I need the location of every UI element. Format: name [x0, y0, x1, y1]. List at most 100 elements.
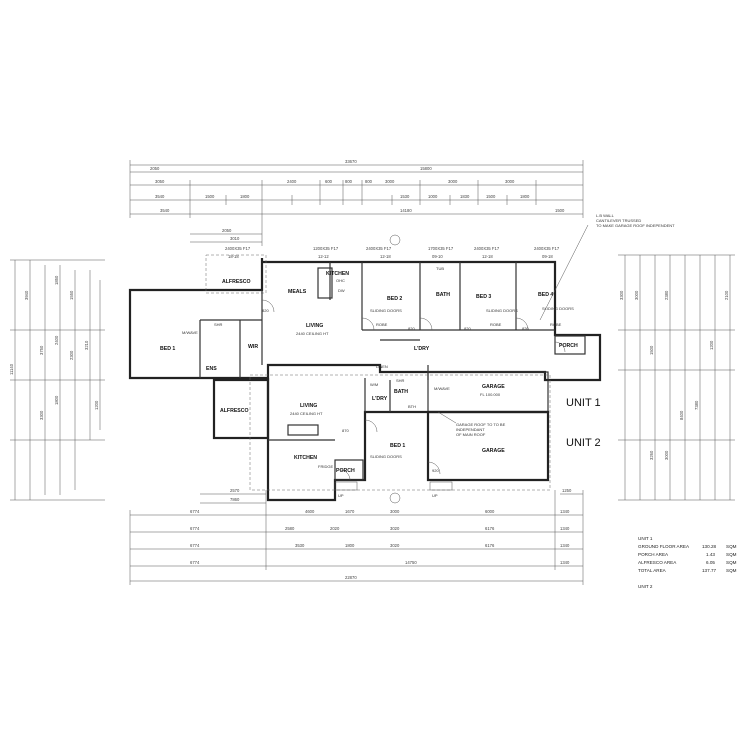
window-code: 12-18	[482, 254, 493, 259]
fixture-labels: SHR SHR SLIDING DOORS SLIDING DOORS SLID…	[182, 266, 574, 473]
left-dim: 3300	[39, 410, 44, 420]
lintel-label: 1700X35 F17	[428, 246, 454, 251]
window-code: 12-18	[380, 254, 391, 259]
fixture-label: SLIDING DOORS	[542, 306, 574, 311]
schedule-row-value: 137.77	[702, 568, 716, 573]
bottom-dims-text: 2570 7860 6774 4600 1670 3000 6000 1340 …	[190, 488, 572, 580]
top-dim: 3540	[160, 208, 170, 213]
fixture-label: SHR	[396, 378, 405, 383]
room-labels: ALFRESCO MEALS KITCHEN LIVING 2440 CEILI…	[160, 271, 578, 474]
right-dim: 3000	[634, 290, 639, 300]
schedule-row-value: 6.05	[706, 560, 715, 565]
fixture-label: 820	[464, 326, 471, 331]
fixture-label: SLIDING DOORS	[370, 454, 402, 459]
bottom-dim: 6000	[485, 509, 495, 514]
bottom-dim: 6774	[190, 560, 200, 565]
lintel-label: 2400X35 F17	[366, 246, 392, 251]
bottom-dim: 1670	[345, 509, 355, 514]
room-living-2: LIVING	[300, 403, 317, 409]
unit1-walls	[128, 254, 602, 413]
room-bed1-unit2: BED 1	[390, 443, 405, 449]
lintel-labels: 2400X35 F17 1200X35 F17 2400X35 F17 1700…	[225, 246, 560, 259]
bottom-dim: 1340	[560, 560, 570, 565]
schedule-row-unit: SQM	[726, 544, 737, 549]
left-dim: 3210	[84, 340, 89, 350]
fixture-label: 820	[262, 308, 269, 313]
lintel-label: 2400X35 F17	[225, 246, 251, 251]
top-dimension-lines: 33670 2050 15800 3050 2400 600 800 800 3…	[129, 159, 584, 246]
note-line: L.B WALL	[596, 213, 615, 218]
bottom-dim: 3530	[295, 543, 305, 548]
schedule-row-value: 1.43	[706, 552, 715, 557]
window-code: 18-18	[228, 254, 239, 259]
bottom-dim: 3000	[390, 509, 400, 514]
bottom-dim: 1340	[560, 509, 570, 514]
up-label: UP	[338, 493, 344, 498]
top-dim: 1830	[460, 194, 470, 199]
bottom-dim: 7860	[230, 497, 240, 502]
left-dim: 3940	[24, 290, 29, 300]
fixture-label: ROBE	[376, 322, 388, 327]
right-dim: 2100	[724, 290, 729, 300]
bottom-dim: 6774	[190, 543, 200, 548]
room-alfresco-1: ALFRESCO	[222, 279, 251, 285]
schedule-row-label: ALFRESCO AREA	[638, 560, 677, 565]
room-living-1-ceiling: 2440 CEILING HT	[296, 331, 329, 336]
right-dim: 1500	[649, 345, 654, 355]
top-dim: 800	[365, 179, 373, 184]
schedule-title: UNIT 1	[638, 536, 653, 541]
bottom-dim: 1340	[560, 543, 570, 548]
fixture-label: W/M	[370, 382, 378, 387]
room-living-1: LIVING	[306, 323, 323, 329]
room-garage-1: GARAGE	[482, 384, 505, 390]
right-dim: 3260	[649, 450, 654, 460]
top-dim: 1500	[555, 208, 565, 213]
room-alfresco-2: ALFRESCO	[220, 408, 249, 414]
bottom-dim: 6176	[485, 543, 495, 548]
schedule-row-label: TOTAL AREA	[638, 568, 667, 573]
top-dim: 3000	[385, 179, 395, 184]
schedule-row-value: 130.28	[702, 544, 716, 549]
fixture-label: SLIDING DOORS	[370, 308, 402, 313]
note-line: INDEPENDANT	[456, 427, 485, 432]
fixture-label: 870	[342, 428, 349, 433]
right-dim: 8400	[679, 410, 684, 420]
bottom-dim: 1340	[560, 526, 570, 531]
room-kitchen-1: KITCHEN	[326, 271, 349, 277]
top-dim-overall: 33670	[345, 159, 357, 164]
top-dim: 1000	[428, 194, 438, 199]
room-bed4: BED 4	[538, 292, 553, 298]
top-dim: 2050	[150, 166, 160, 171]
note-line: GARAGE ROOF TO TO BE	[456, 422, 506, 427]
lintel-label: 1200X35 F17	[313, 246, 339, 251]
left-dims-text: 11140 3940 3750 3300 1850 2400 1800 1550…	[9, 275, 99, 420]
top-dim: 1800	[520, 194, 530, 199]
top-dim: 3010	[230, 236, 240, 241]
right-dim: 1200	[709, 340, 714, 350]
bottom-dim: 4600	[305, 509, 315, 514]
fixture-label: 820	[408, 326, 415, 331]
unit-2-label: UNIT 2	[566, 437, 601, 449]
left-dim: 1800	[54, 395, 59, 405]
fixture-label: OHC	[336, 278, 345, 283]
left-dim: 1200	[94, 400, 99, 410]
fixture-label: ROBE	[550, 322, 562, 327]
left-dimension-lines	[10, 259, 105, 501]
fixture-label: SLIDING DOORS	[486, 308, 518, 313]
area-schedule: UNIT 1 GROUND FLOOR AREA 130.28 SQM PORC…	[638, 536, 737, 589]
top-dim: 3050	[155, 179, 165, 184]
top-dim: 3000	[448, 179, 458, 184]
top-dim: 15800	[420, 166, 432, 171]
schedule-row-unit: SQM	[726, 552, 737, 557]
room-meals: MEALS	[288, 289, 307, 295]
top-dim: 2050	[222, 228, 232, 233]
right-dim: 7380	[694, 400, 699, 410]
lintel-label: 2400X35 F17	[474, 246, 500, 251]
fixture-label: SHR	[214, 322, 223, 327]
bottom-dim: 3020	[390, 526, 400, 531]
schedule-row-label: PORCH AREA	[638, 552, 669, 557]
